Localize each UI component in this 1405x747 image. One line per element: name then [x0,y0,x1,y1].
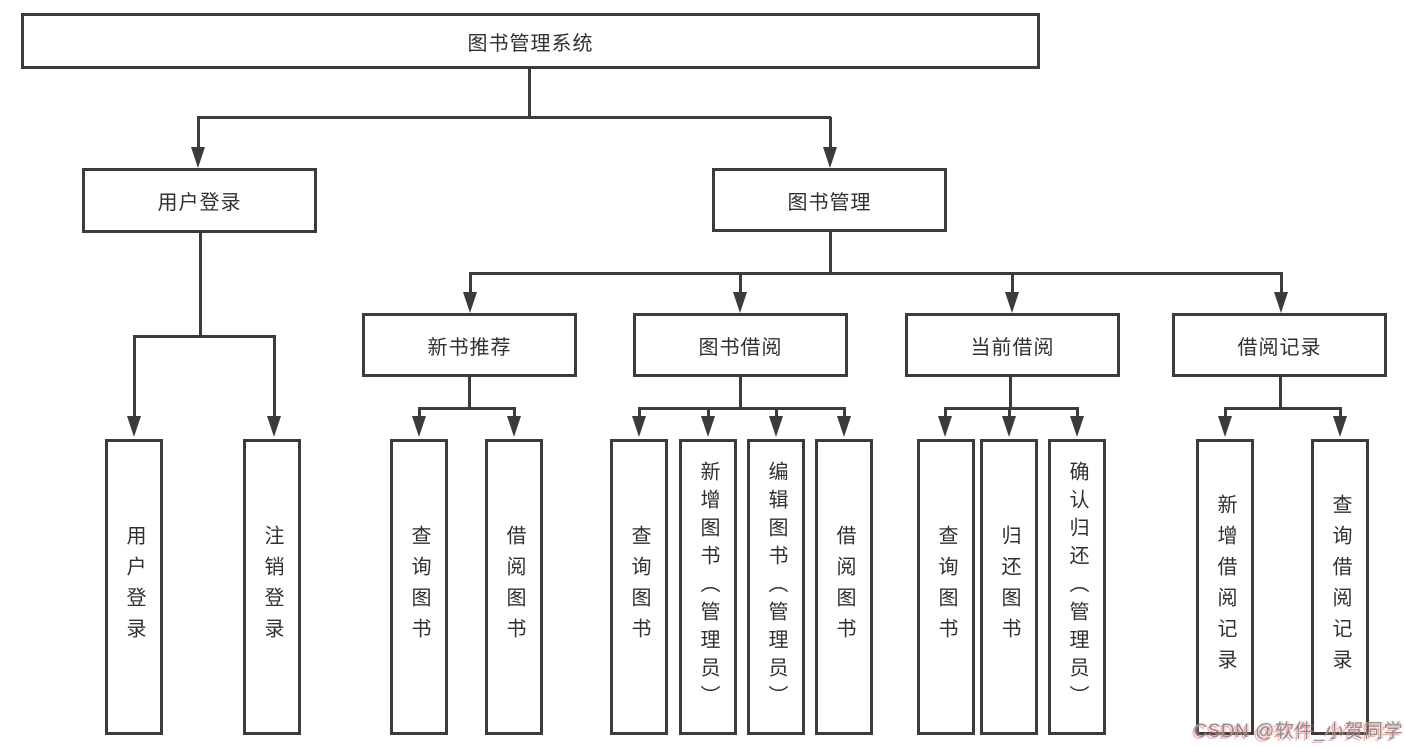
leaf-borrow-edit-book-admin: 编辑图书（管理员） [747,439,805,735]
leaf-label: 确认归还（管理员） [1066,461,1088,713]
leaf-label: 借阅图书 [503,525,525,649]
leaf-label: 查询图书 [408,525,430,649]
connector-stem-leaf-logout [273,335,276,417]
arrowhead-leaf [1002,416,1016,437]
leaf-label: 编辑图书（管理员） [765,461,787,713]
arrowhead-leaf [1218,416,1232,437]
node-label: 图书管理 [787,191,872,214]
leaf-borrow-query-book: 查询图书 [610,439,668,735]
arrowhead-leaf [507,416,521,437]
connector-borrow-trunk [739,377,742,409]
leaf-recommend-query-book: 查询图书 [390,439,448,735]
leaf-label: 查询借阅记录 [1329,494,1351,680]
connector-stem-leaf [707,407,710,418]
connector-stem-leaf [638,407,641,418]
connector-book-management-trunk [829,232,832,274]
connector-stem-leaf-login [133,335,136,417]
node-label: 当前借阅 [970,336,1055,359]
node-book-management: 图书管理 [712,168,947,232]
arrowhead-book-borrow [733,292,747,313]
node-label: 借阅记录 [1237,336,1322,359]
csdn-watermark: CSDN @软件_小贺同学 [1193,721,1403,742]
connector-recommend-trunk [468,377,471,409]
connector-stem-leaf [775,407,778,418]
leaf-label: 借阅图书 [833,525,855,649]
node-book-borrow: 图书借阅 [633,313,848,377]
connector-current-trunk [1009,377,1012,409]
connector-user-login-trunk [199,233,202,337]
leaf-logout: 注销登录 [243,439,301,735]
node-current-borrow: 当前借阅 [905,313,1120,377]
leaf-label: 归还图书 [998,525,1020,649]
leaf-recommend-borrow-book: 借阅图书 [485,439,543,735]
leaf-user-login: 用户登录 [105,439,163,735]
connector-current-bar [944,407,1079,410]
node-new-book-recommend: 新书推荐 [362,313,577,377]
arrowhead-book-management [823,147,837,168]
leaf-label: 新增借阅记录 [1214,494,1236,680]
arrowhead-leaf-logout [267,416,281,437]
arrowhead-user-login [191,147,205,168]
connector-stem-new-book [469,273,472,293]
node-library-system: 图书管理系统 [21,13,1040,69]
leaf-borrow-borrow-book: 借阅图书 [815,439,873,735]
connector-stem-leaf [1076,407,1079,418]
arrowhead-leaf [837,416,851,437]
arrowhead-borrow-records [1274,292,1288,313]
node-label: 图书管理系统 [467,32,594,55]
leaf-label: 用户登录 [123,525,145,649]
connector-stem-leaf [843,407,846,418]
connector-records-bar [1224,407,1342,410]
connector-user-login-bar [133,335,275,338]
arrowhead-leaf [701,416,715,437]
connector-root-trunk [528,69,531,118]
connector-stem-current-borrow [1011,273,1014,293]
arrowhead-current-borrow [1005,292,1019,313]
connector-stem-book-borrow [739,273,742,293]
arrowhead-leaf [412,416,426,437]
connector-recommend-bar [418,407,516,410]
leaf-label: 查询图书 [935,525,957,649]
arrowhead-new-book [463,292,477,313]
connector-stem-leaf [1008,407,1011,418]
arrowhead-leaf [632,416,646,437]
leaf-records-add-record: 新增借阅记录 [1196,439,1254,735]
connector-stem-book-management [829,117,832,148]
node-label: 图书借阅 [698,336,783,359]
connector-level3-bar [469,272,1283,275]
node-user-login: 用户登录 [82,168,317,233]
connector-stem-leaf [418,407,421,418]
connector-stem-user-login [197,117,200,148]
leaf-records-query-record: 查询借阅记录 [1311,439,1369,735]
connector-stem-leaf [944,407,947,418]
arrowhead-leaf [1333,416,1347,437]
connector-stem-leaf [513,407,516,418]
connector-level1-bar [197,116,831,119]
leaf-current-confirm-return-admin: 确认归还（管理员） [1048,439,1106,735]
connector-stem-leaf [1224,407,1227,418]
leaf-label: 查询图书 [628,525,650,649]
leaf-current-query-book: 查询图书 [917,439,975,735]
node-label: 新书推荐 [427,336,512,359]
node-label: 用户登录 [157,192,242,214]
connector-stem-leaf [1339,407,1342,418]
leaf-current-return-book: 归还图书 [980,439,1038,735]
leaf-label: 新增图书（管理员） [697,461,719,713]
connector-records-trunk [1279,377,1282,409]
arrowhead-leaf [1070,416,1084,437]
arrowhead-leaf-login [127,416,141,437]
leaf-borrow-add-book-admin: 新增图书（管理员） [679,439,737,735]
leaf-label: 注销登录 [261,525,283,649]
node-borrow-records: 借阅记录 [1172,313,1387,377]
arrowhead-leaf [769,416,783,437]
connector-borrow-bar [638,407,846,410]
arrowhead-leaf [938,416,952,437]
connector-stem-borrow-records [1280,273,1283,293]
